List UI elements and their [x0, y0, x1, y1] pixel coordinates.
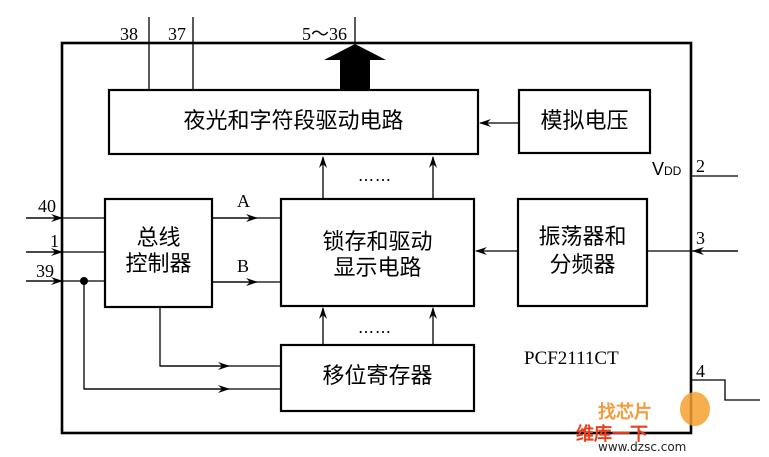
shift-register-box	[279, 343, 476, 413]
vdd-main: V	[652, 159, 665, 179]
chip-outline	[60, 41, 693, 435]
pin-37-label: 37	[168, 24, 186, 44]
mascot-icon	[680, 392, 710, 426]
pin-1-label: 1	[50, 231, 59, 251]
bus-controller-label-1: 总线	[136, 226, 181, 251]
watermark-url: www.dzsc.com	[598, 440, 687, 454]
vdd-subscript: DD	[664, 164, 682, 178]
latch-driver-label-2: 显示电路	[333, 256, 422, 281]
controller-to-shift-line	[159, 307, 281, 367]
analog-voltage-box	[517, 88, 652, 155]
upper-ellipsis: ……	[358, 166, 392, 185]
bus-controller-label-2: 控制器	[125, 252, 192, 277]
pin-38-label: 38	[120, 24, 138, 44]
watermark-top: 找芯片	[598, 402, 652, 423]
analog-voltage-label: 模拟电压	[540, 109, 629, 134]
pin-3-label: 3	[696, 228, 705, 248]
segment-driver-box	[107, 88, 480, 156]
oscillator-label-2: 分频器	[549, 253, 616, 278]
bus-controller-box	[103, 197, 214, 309]
signal-a-label: A	[237, 191, 250, 211]
watermark-middle: 维库一下	[576, 424, 648, 445]
pin-2-label: 2	[696, 156, 705, 176]
pin-5-36-label: 5～36	[302, 24, 347, 44]
shift-register-label: 移位寄存器	[322, 364, 433, 389]
pin-4-label: 4	[696, 361, 705, 381]
chip-name-label: PCF2111CT	[524, 348, 619, 369]
lower-ellipsis: ……	[358, 318, 392, 337]
pin-39-label: 39	[36, 261, 54, 281]
latch-driver-label-1: 锁存和驱动	[322, 230, 433, 255]
pin-4-line	[691, 379, 760, 401]
oscillator-box	[516, 197, 649, 308]
segment-driver-label: 夜光和字符段驱动电路	[183, 109, 404, 134]
latch-driver-box	[279, 197, 476, 308]
pin-40-label: 40	[38, 196, 56, 216]
vdd-label: VDD	[652, 160, 681, 180]
signal-b-label: B	[237, 256, 250, 276]
bus-output-arrow	[324, 44, 386, 90]
oscillator-label-1: 振荡器和	[538, 225, 627, 250]
